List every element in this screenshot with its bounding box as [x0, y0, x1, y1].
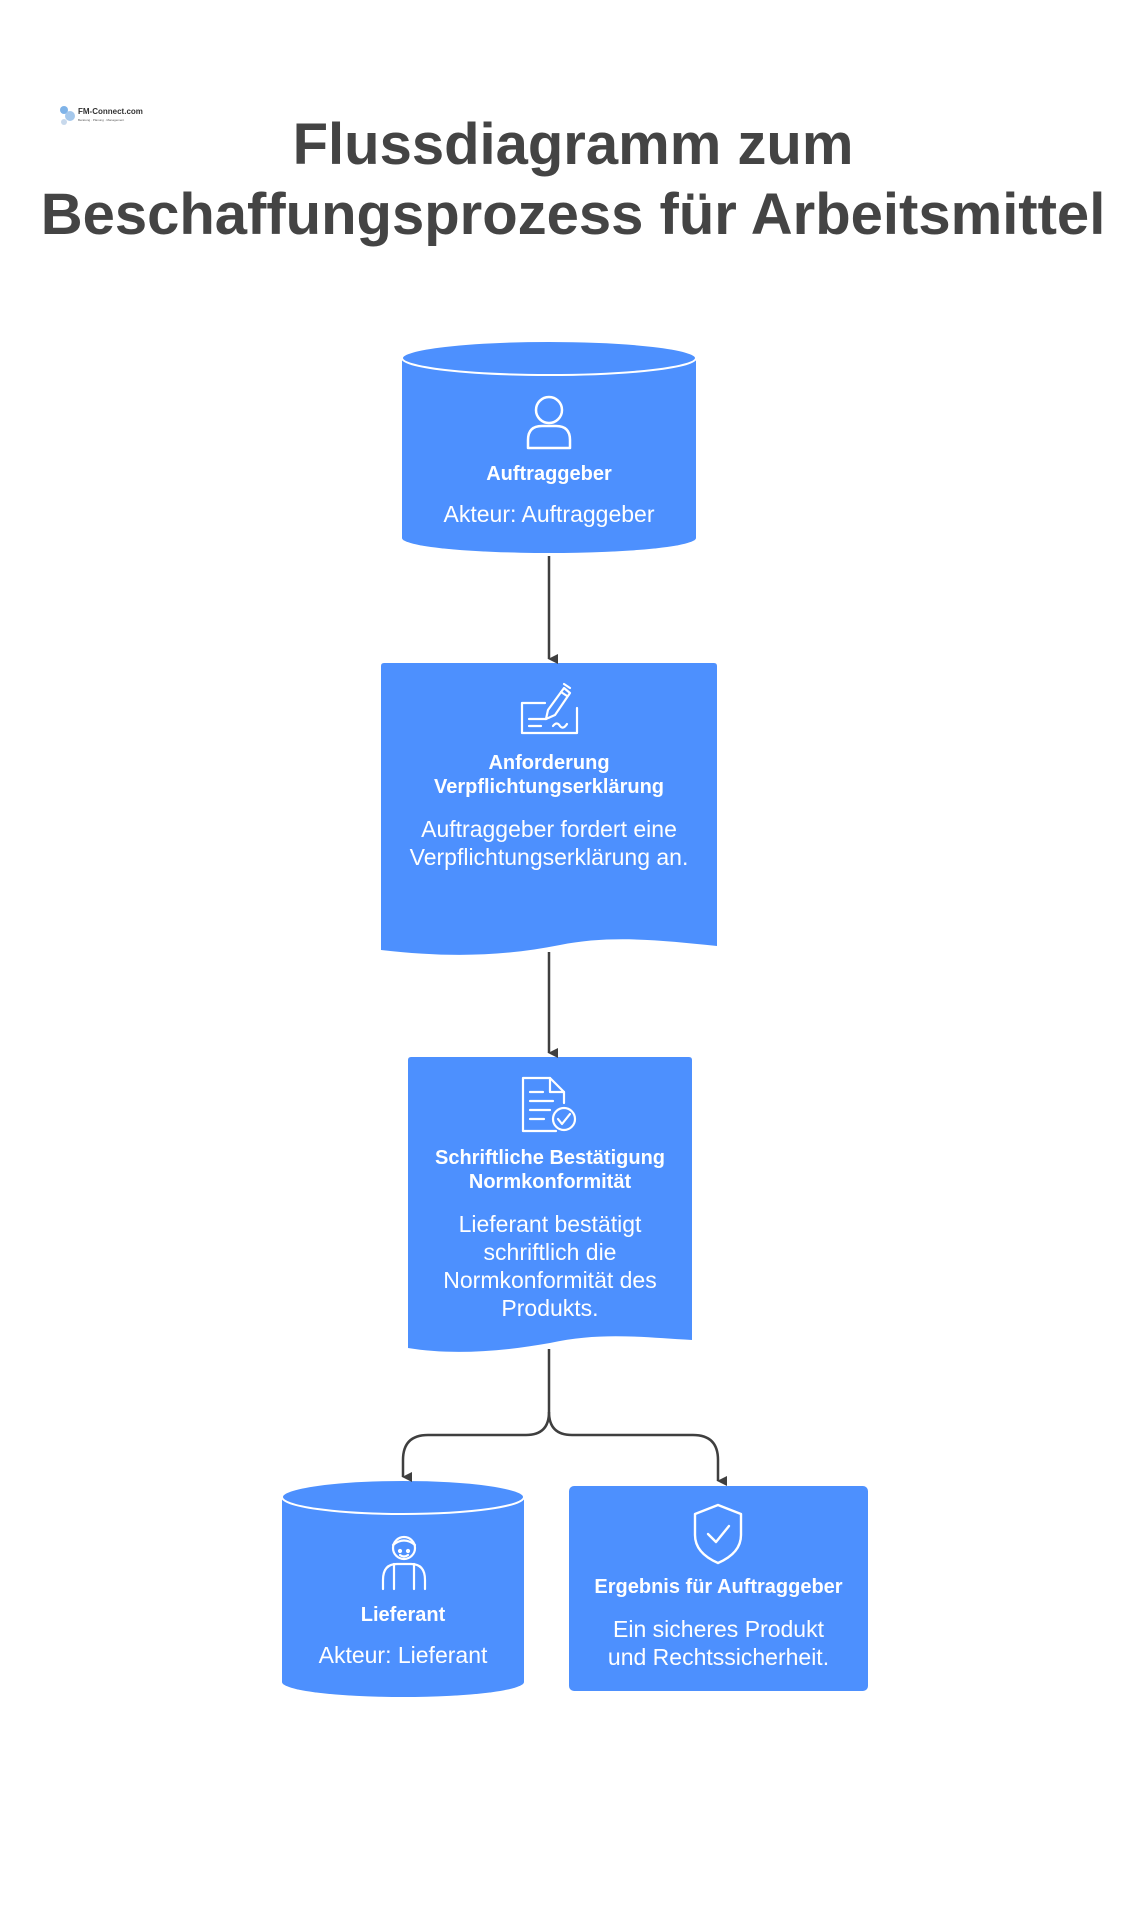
node-bestaetigung[interactable] — [408, 1057, 692, 1352]
node-bestaetigung-description: Lieferant bestätigt schriftlich die Norm… — [443, 1211, 657, 1321]
node-bestaetigung-text: Schriftliche Bestätigung Normkonformität… — [418, 1146, 682, 1322]
node-bestaetigung-title: Schriftliche Bestätigung Normkonformität — [434, 1147, 666, 1193]
shield-check-icon — [693, 1503, 743, 1565]
node-lieferant[interactable] — [281, 1479, 525, 1697]
signed-document-icon — [520, 682, 579, 735]
node-anforderung[interactable] — [381, 663, 717, 955]
document-check-icon — [521, 1076, 577, 1133]
title-line-2: Beschaffungsprozess für Arbeitsmittel — [40, 182, 1106, 247]
worker-icon — [381, 1535, 427, 1591]
node-ergebnis-title: Ergebnis für Auftraggeber — [594, 1576, 843, 1598]
node-lieferant-description: Akteur: Lieferant — [318, 1642, 488, 1668]
logo-name: FM-Connect.com — [78, 107, 143, 116]
edge-bestaetigung-lieferant — [401, 1349, 551, 1482]
node-anforderung-description: Auftraggeber fordert eine Verpflichtungs… — [409, 816, 689, 870]
fm-connect-logo: FM-Connect.com Beratung · Planung · Mana… — [58, 102, 143, 132]
node-auftraggeber[interactable] — [401, 340, 697, 553]
node-lieferant-title: Lieferant — [360, 1604, 446, 1626]
node-ergebnis-text: Ergebnis für Auftraggeber Ein sicheres P… — [574, 1575, 863, 1671]
edge-bestaetigung-ergebnis — [547, 1411, 727, 1486]
logo-mark-icon — [60, 106, 75, 125]
logo-tagline: Beratung · Planung · Management — [78, 118, 125, 122]
node-auftraggeber-text: Auftraggeber Akteur: Auftraggeber — [404, 462, 694, 528]
node-anforderung-title: Anforderung Verpflichtungserklärung — [433, 752, 665, 798]
node-ergebnis-description: Ein sicheres Produkt und Rechtssicherhei… — [607, 1616, 830, 1670]
node-anforderung-text: Anforderung Verpflichtungserklärung Auft… — [394, 751, 704, 871]
node-auftraggeber-description: Akteur: Auftraggeber — [443, 501, 655, 527]
node-ergebnis[interactable] — [569, 1486, 868, 1691]
node-lieferant-text: Lieferant Akteur: Lieferant — [284, 1603, 522, 1669]
title-line-1: Flussdiagramm zum — [292, 112, 854, 177]
diagram-title: Flussdiagramm zum Beschaffungsprozess fü… — [0, 110, 1146, 250]
node-auftraggeber-title: Auftraggeber — [486, 463, 612, 485]
user-icon — [526, 395, 572, 450]
